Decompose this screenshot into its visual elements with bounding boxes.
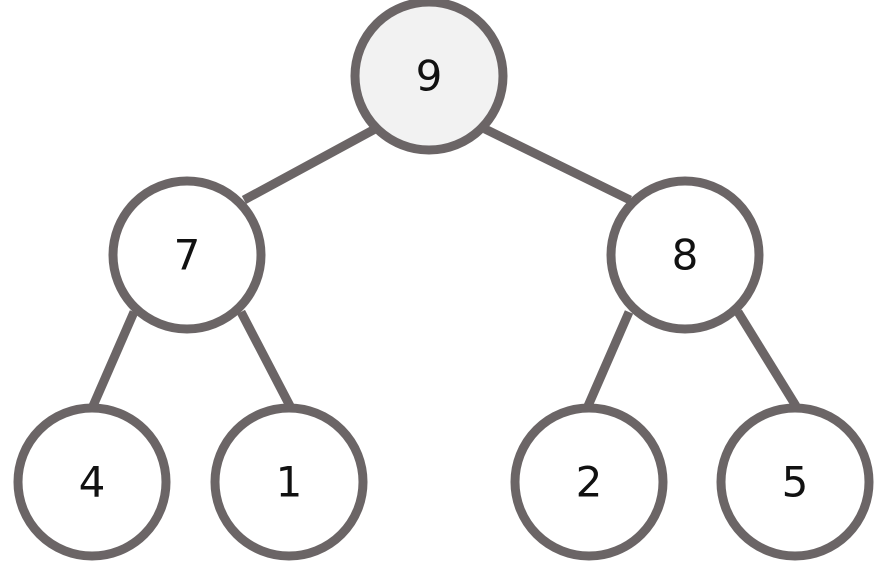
node-label-right-left: 2 <box>576 458 603 507</box>
node-circle-root <box>350 0 508 155</box>
node-label-right-right: 5 <box>782 458 809 507</box>
node-circle-left <box>108 176 266 334</box>
node-label-right: 8 <box>672 231 699 280</box>
node-circle-left-left <box>13 403 171 561</box>
tree-node-root: 9 <box>350 0 508 155</box>
edge-right-rightright <box>734 309 800 409</box>
edges-layer <box>88 124 800 409</box>
node-label-left: 7 <box>174 231 201 280</box>
nodes-layer: 9 7 8 4 1 2 5 <box>13 0 874 561</box>
edge-right-rightleft <box>583 310 634 408</box>
tree-node-right-right: 5 <box>716 403 874 561</box>
tree-node-left-right: 1 <box>210 403 368 561</box>
edge-root-right <box>483 124 632 205</box>
edge-left-leftright <box>237 309 294 409</box>
node-label-left-left: 4 <box>79 458 106 507</box>
edge-root-left <box>241 125 378 204</box>
node-circle-right-left <box>510 403 668 561</box>
node-label-root: 9 <box>416 52 443 101</box>
tree-node-right: 8 <box>606 176 764 334</box>
node-circle-right <box>606 176 764 334</box>
tree-node-left: 7 <box>108 176 266 334</box>
node-circle-right-right <box>716 403 874 561</box>
edge-left-leftleft <box>88 310 139 408</box>
tree-node-right-left: 2 <box>510 403 668 561</box>
node-circle-left-right <box>210 403 368 561</box>
tree-node-left-left: 4 <box>13 403 171 561</box>
node-label-left-right: 1 <box>276 458 303 507</box>
